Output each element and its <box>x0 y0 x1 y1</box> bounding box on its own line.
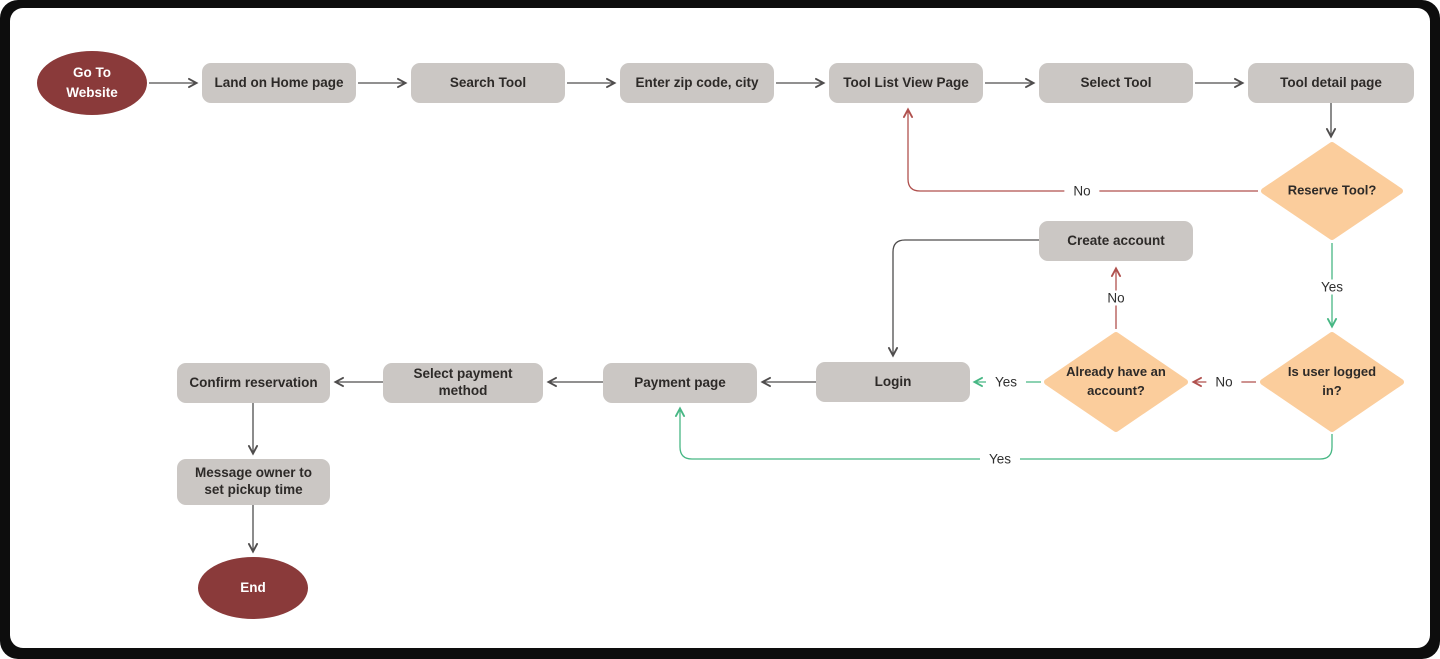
edge-label-reserve-no: No <box>1064 183 1100 199</box>
edge-label-account-yes: Yes <box>985 374 1027 390</box>
node-is-logged-in: Is user logged in? <box>1287 363 1377 401</box>
node-start-label: Go To Website <box>66 65 118 100</box>
edge-label-reserve-yes: Yes <box>1311 279 1353 295</box>
node-select-payment-label: Select payment method <box>413 366 513 398</box>
edge-create-to-login <box>893 239 1039 355</box>
node-reserve-tool-label: Reserve Tool? <box>1287 182 1377 198</box>
node-land-home: Land on Home page <box>202 63 356 103</box>
node-search-tool: Search Tool <box>411 63 565 103</box>
node-is-logged-in-label: Is user logged in? <box>1287 364 1377 398</box>
edge-reserve-no-to-toollist <box>908 110 1258 192</box>
node-payment-page-label: Payment page <box>634 374 726 390</box>
node-tool-detail-label: Tool detail page <box>1280 74 1382 90</box>
decision-already-account-shape <box>1044 332 1188 432</box>
node-confirm-reservation: Confirm reservation <box>177 363 330 403</box>
diagram-canvas <box>10 8 1430 648</box>
node-already-account-label: Already have an account? <box>1066 364 1166 398</box>
node-reserve-tool: Reserve Tool? <box>1287 182 1377 201</box>
node-start: Go To Website <box>37 51 147 115</box>
decision-is-logged-in-shape <box>1260 332 1404 432</box>
node-enter-zip: Enter zip code, city <box>620 63 774 103</box>
decision-reserve-tool-shape <box>1261 142 1403 240</box>
node-end-label: End <box>240 580 266 596</box>
node-land-home-label: Land on Home page <box>214 74 344 90</box>
node-already-account: Already have an account? <box>1060 363 1172 401</box>
edge-label-account-no: No <box>1098 290 1134 306</box>
node-select-tool-label: Select Tool <box>1080 74 1152 90</box>
node-create-account-label: Create account <box>1067 232 1165 248</box>
node-tool-detail: Tool detail page <box>1248 63 1414 103</box>
node-message-owner-label: Message owner to set pickup time <box>194 465 313 497</box>
node-enter-zip-label: Enter zip code, city <box>635 74 759 90</box>
node-end: End <box>198 557 308 619</box>
node-confirm-reservation-label: Confirm reservation <box>189 374 318 390</box>
node-create-account: Create account <box>1039 221 1193 261</box>
node-login-label: Login <box>874 373 912 389</box>
node-tool-list: Tool List View Page <box>829 63 983 103</box>
node-tool-list-label: Tool List View Page <box>843 74 969 90</box>
node-select-tool: Select Tool <box>1039 63 1193 103</box>
edge-label-logged-yes: Yes <box>979 451 1021 467</box>
node-search-tool-label: Search Tool <box>449 74 527 90</box>
edge-label-logged-no: No <box>1206 374 1242 390</box>
node-select-payment: Select payment method <box>383 363 543 403</box>
node-payment-page: Payment page <box>603 363 757 403</box>
node-message-owner: Message owner to set pickup time <box>177 459 330 505</box>
node-login: Login <box>816 362 970 402</box>
